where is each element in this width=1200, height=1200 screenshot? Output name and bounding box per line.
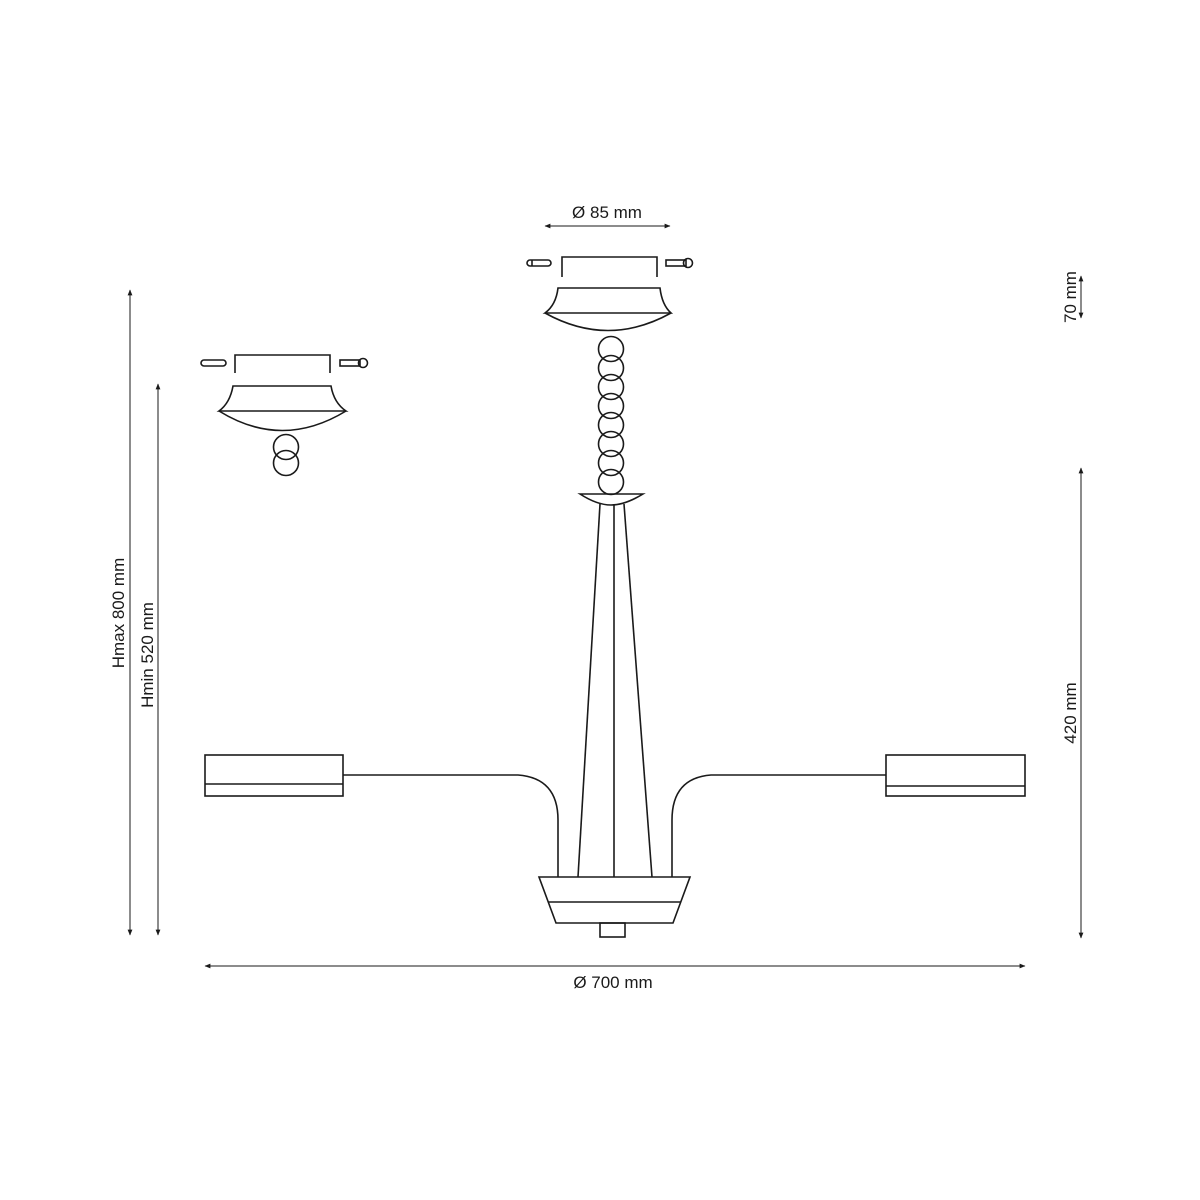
right-arm bbox=[671, 774, 886, 877]
overall-diameter-dimension: Ø 700 mm bbox=[204, 963, 1026, 992]
canopy-bowl bbox=[544, 312, 672, 332]
left-shade bbox=[204, 754, 344, 797]
overall-diameter-label: Ø 700 mm bbox=[573, 973, 652, 992]
screw-icon-left-small bbox=[200, 359, 227, 367]
right-shade bbox=[885, 754, 1026, 797]
hmax-label: Hmax 800 mm bbox=[109, 558, 128, 669]
screw-icon-right bbox=[665, 257, 694, 269]
body-height-dimension: 420 mm bbox=[1061, 467, 1084, 939]
bead-chain bbox=[597, 335, 625, 496]
canopy-top bbox=[542, 287, 674, 314]
screw-icon-left bbox=[526, 259, 552, 267]
hmax-dimension: Hmax 800 mm bbox=[109, 289, 133, 936]
canopy-diameter-dimension: Ø 85 mm bbox=[544, 203, 671, 229]
base bbox=[537, 876, 692, 938]
main-canopy bbox=[526, 256, 694, 332]
short-canopy-variant bbox=[200, 354, 369, 477]
mounting-bracket bbox=[561, 256, 658, 277]
left-arm bbox=[343, 774, 559, 877]
hmin-label: Hmin 520 mm bbox=[138, 602, 157, 708]
stem bbox=[577, 503, 653, 878]
canopy-height-dimension: 70 mm bbox=[1061, 271, 1084, 323]
stem-cup bbox=[577, 493, 646, 506]
hmin-dimension: Hmin 520 mm bbox=[138, 383, 161, 936]
canopy-diameter-label: Ø 85 mm bbox=[572, 203, 642, 222]
canopy-height-label: 70 mm bbox=[1061, 271, 1080, 323]
body-height-label: 420 mm bbox=[1061, 682, 1080, 743]
screw-icon-right-small bbox=[339, 357, 369, 369]
